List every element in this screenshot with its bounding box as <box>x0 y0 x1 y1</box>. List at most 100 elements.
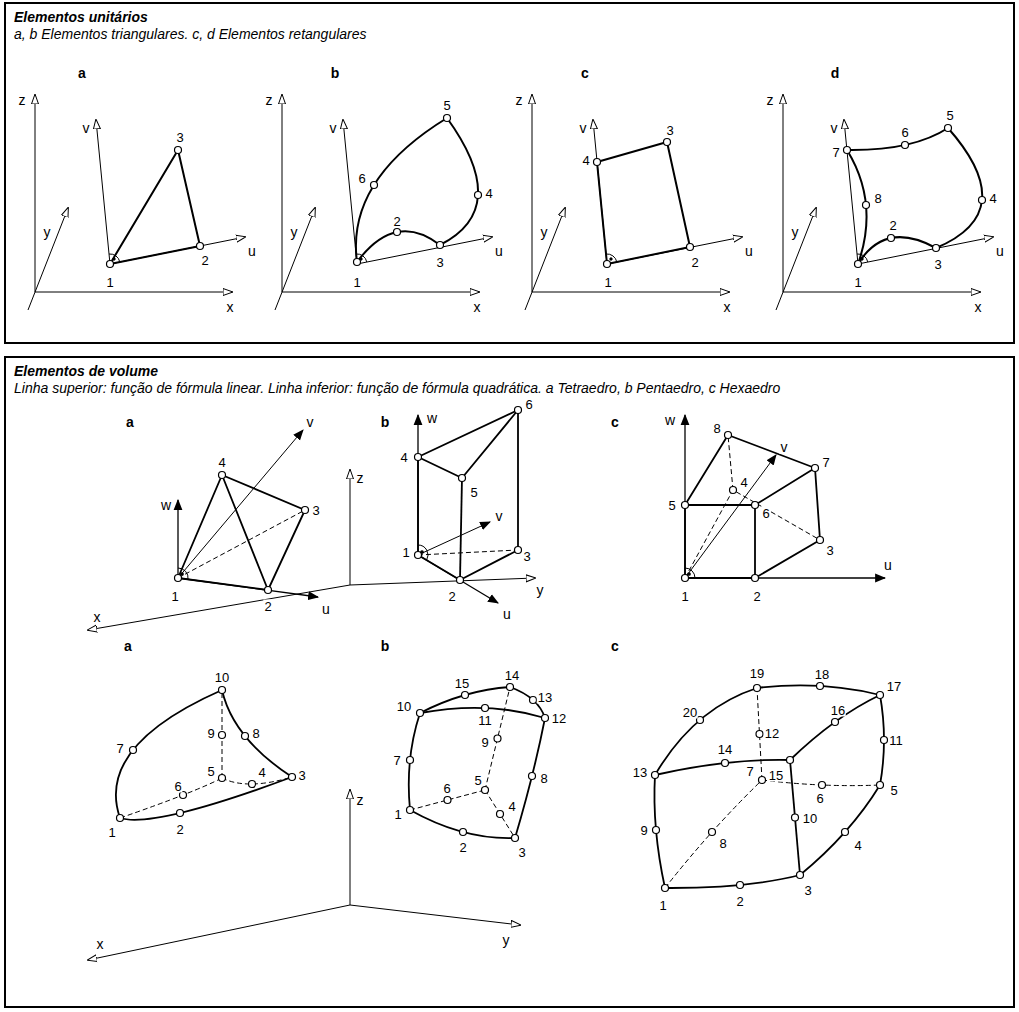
node-number: 1 <box>170 590 179 603</box>
axis-set <box>96 120 110 264</box>
hidden-edge <box>418 550 518 555</box>
element-node <box>130 747 137 754</box>
axis-label: w <box>160 498 172 512</box>
element-node <box>812 465 819 472</box>
element-node <box>787 757 794 764</box>
hidden-edge <box>410 790 485 810</box>
element-node <box>512 835 519 842</box>
node-number: 16 <box>830 704 846 717</box>
axis-set <box>88 470 535 960</box>
node-number: 5 <box>469 486 478 499</box>
node-number: 15 <box>768 769 784 782</box>
node-number: 4 <box>257 766 266 779</box>
axis-label: w <box>664 413 676 427</box>
node-number: 12 <box>551 712 567 725</box>
element-node <box>682 502 689 509</box>
node-number: 1 <box>105 276 114 289</box>
axis-set <box>783 95 784 292</box>
axis-label: v <box>830 121 839 135</box>
axis-set <box>783 292 980 293</box>
node-number: 2 <box>752 590 761 603</box>
axis-label: x <box>226 300 235 314</box>
element-outline <box>597 142 690 264</box>
axis-label: x <box>96 937 105 951</box>
element-outline <box>222 690 292 777</box>
axis-set <box>343 120 357 264</box>
element-outline <box>655 760 790 775</box>
element-node <box>697 717 704 724</box>
element-node <box>662 885 669 892</box>
element-node <box>725 432 732 439</box>
axis-label: z <box>515 93 524 107</box>
axis-label: w <box>426 411 438 425</box>
element-node <box>219 472 226 479</box>
node-number: 15 <box>454 677 470 690</box>
element-outline <box>418 410 518 580</box>
axis-label: u <box>502 607 512 621</box>
node-number: 3 <box>522 550 531 563</box>
element-outline <box>460 478 462 580</box>
element-node <box>652 772 659 779</box>
node-number: 6 <box>761 507 770 520</box>
axis-label: v <box>780 440 789 454</box>
element-node <box>664 139 671 146</box>
axis-set <box>275 208 315 310</box>
element-node <box>709 829 716 836</box>
element-node <box>902 142 909 149</box>
node-number: 2 <box>735 895 744 908</box>
node-number: 9 <box>206 727 215 740</box>
axis-set <box>28 95 993 310</box>
element-node <box>542 715 549 722</box>
figure-letter: c <box>610 415 620 429</box>
axis-label: v <box>306 415 315 429</box>
element-node <box>756 731 763 738</box>
figure-letter: a <box>123 639 133 653</box>
element-node <box>177 810 184 817</box>
element-node <box>594 159 601 166</box>
node-number: 1 <box>603 276 612 289</box>
node-number: 3 <box>517 846 526 859</box>
node-number: 7 <box>392 754 401 767</box>
element-node <box>817 537 824 544</box>
element-node <box>407 757 414 764</box>
hidden-edge <box>485 790 515 838</box>
node-number: 1 <box>680 590 689 603</box>
element-node <box>754 685 761 692</box>
hidden-edge <box>485 687 510 790</box>
node-number: 5 <box>206 765 215 778</box>
hidden-edge <box>178 510 305 578</box>
axis-label: x <box>473 300 482 314</box>
element-node <box>653 827 660 834</box>
axis-set <box>610 258 612 260</box>
local-axis <box>181 573 183 575</box>
element-node <box>722 760 729 767</box>
node-number: 3 <box>665 124 674 137</box>
node-number: 6 <box>815 792 824 805</box>
element-node <box>530 697 537 704</box>
axis-label: x <box>93 610 102 624</box>
panel-frame: Elementos de volumeLinha superior: funçã… <box>4 356 1015 1008</box>
element-node <box>844 147 851 154</box>
node-number: 8 <box>712 422 721 435</box>
node-number: 9 <box>480 736 489 749</box>
node-number: 5 <box>473 774 482 787</box>
node-number: 12 <box>764 727 780 740</box>
element-node <box>730 487 737 494</box>
axis-set <box>525 95 742 310</box>
element-node <box>494 735 501 742</box>
axis-set <box>532 95 533 292</box>
element-outline <box>655 688 757 775</box>
figure-letter: a <box>77 66 87 80</box>
node-number: 13 <box>537 691 553 704</box>
element-node <box>249 781 256 788</box>
element-node <box>475 192 482 199</box>
element-node <box>219 732 226 739</box>
node-number: 6 <box>173 780 182 793</box>
node-number: 10 <box>802 812 818 825</box>
node-number: 18 <box>814 668 830 681</box>
axis-label: v <box>82 121 91 135</box>
node-number: 6 <box>524 398 533 411</box>
axis-set <box>28 208 68 310</box>
element-node <box>415 552 422 559</box>
